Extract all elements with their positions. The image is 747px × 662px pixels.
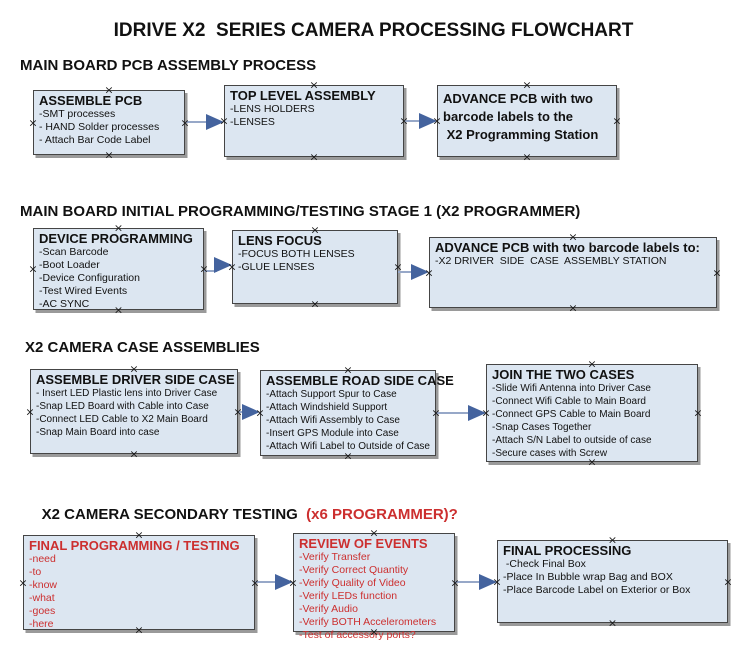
box-assemble-road-side-case[interactable]: ASSEMBLE ROAD SIDE CASE -Attach Support …	[260, 370, 454, 456]
box-item: -Connect LED Cable to X2 Main Board	[36, 414, 208, 425]
box-title: ASSEMBLE DRIVER SIDE CASE	[36, 372, 235, 387]
heading-red-part: (x6 PROGRAMMER)?	[306, 506, 458, 523]
box-item: -Device Configuration	[39, 272, 140, 284]
box-item: -Place In Bubble wrap Bag and BOX	[503, 571, 673, 583]
box-item: -X2 DRIVER SIDE CASE ASSEMBLY STATION	[435, 255, 667, 267]
box-title: ASSEMBLE PCB	[39, 93, 143, 108]
box-device-programming[interactable]: DEVICE PROGRAMMING -Scan Barcode -Boot L…	[33, 228, 204, 310]
box-item: -Verify Audio	[299, 603, 358, 615]
box-review-of-events[interactable]: REVIEW OF EVENTS -Verify Transfer -Verif…	[293, 533, 455, 641]
section-heading-initial-programming: MAIN BOARD INITIAL PROGRAMMING/TESTING S…	[20, 203, 581, 220]
box-item: -Verify Transfer	[299, 551, 371, 563]
box-item: barcode labels to the	[443, 109, 574, 124]
heading-black-part: X2 CAMERA SECONDARY TESTING	[41, 506, 307, 523]
box-lens-focus[interactable]: LENS FOCUS -FOCUS BOTH LENSES -GLUE LENS…	[232, 230, 398, 304]
box-item: -Attach Wifi Label to Outside of Case	[266, 441, 430, 452]
page-title: IDRIVE X2 SERIES CAMERA PROCESSING FLOWC…	[113, 20, 634, 41]
box-item: -Scan Barcode	[39, 246, 109, 258]
box-join-the-two-cases[interactable]: JOIN THE TWO CASES -Slide Wifi Antenna i…	[486, 364, 698, 462]
box-item: -Snap LED Board with Cable into Case	[36, 401, 209, 412]
box-item: -Verify Quality of Video	[299, 577, 406, 589]
box-item: -SMT processes	[39, 108, 116, 120]
box-item: - HAND Solder processes	[39, 121, 160, 133]
box-item: -LENS HOLDERS	[230, 103, 315, 115]
box-item: -Test of accessory ports?	[299, 629, 416, 641]
box-title: TOP LEVEL ASSEMBLY	[230, 88, 376, 103]
box-top-level-assembly[interactable]: TOP LEVEL ASSEMBLY -LENS HOLDERS -LENSES	[224, 85, 404, 157]
box-item: -Insert GPS Module into Case	[266, 428, 399, 439]
box-item: -Connect Wifi Cable to Main Board	[492, 396, 646, 407]
box-item: -to	[29, 566, 42, 578]
box-item: -Snap Cases Together	[492, 422, 592, 433]
box-item: -Attach Windshield Support	[266, 402, 388, 413]
box-item: -Connect GPS Cable to Main Board	[492, 409, 651, 420]
box-item: -AC SYNC	[39, 298, 90, 310]
box-item: -here	[29, 618, 54, 630]
box-title: REVIEW OF EVENTS	[299, 536, 428, 551]
connector-arrow	[204, 257, 232, 273]
box-item: -what	[29, 592, 55, 604]
box-item: -Boot Loader	[39, 259, 100, 271]
box-title: JOIN THE TWO CASES	[492, 367, 635, 382]
box-item: -Snap Main Board into case	[36, 427, 160, 438]
box-advance-pcb-to-programming-station[interactable]: ADVANCE PCB with two barcode labels to t…	[437, 85, 617, 157]
section-heading-pcb-assembly: MAIN BOARD PCB ASSEMBLY PROCESS	[20, 57, 317, 74]
box-item: -FOCUS BOTH LENSES	[238, 248, 355, 260]
box-title: DEVICE PROGRAMMING	[39, 231, 193, 246]
box-title: ADVANCE PCB with two	[443, 91, 593, 106]
box-title: LENS FOCUS	[238, 233, 322, 248]
box-item: -Attach Wifi Assembly to Case	[266, 415, 400, 426]
box-item: -need	[29, 553, 56, 565]
box-title: FINAL PROCESSING	[503, 543, 632, 558]
box-item: - Attach Bar Code Label	[39, 134, 151, 146]
box-final-programming-testing[interactable]: FINAL PROGRAMMING / TESTING -need -to -k…	[23, 535, 255, 630]
box-item: -Check Final Box	[503, 558, 586, 570]
box-advance-pcb-to-case-assembly[interactable]: ADVANCE PCB with two barcode labels to: …	[429, 237, 717, 308]
box-item: -Attach Support Spur to Case	[266, 389, 397, 400]
box-item: -GLUE LENSES	[238, 261, 315, 273]
box-item: -LENSES	[230, 116, 275, 128]
box-item: -Verify LEDs function	[299, 590, 398, 602]
box-assemble-pcb[interactable]: ASSEMBLE PCB -SMT processes - HAND Solde…	[33, 90, 185, 155]
box-item: -goes	[29, 605, 56, 617]
box-item: -Place Barcode Label on Exterior or Box	[503, 584, 691, 596]
box-item: -know	[29, 579, 58, 591]
box-assemble-driver-side-case[interactable]: ASSEMBLE DRIVER SIDE CASE - Insert LED P…	[30, 369, 238, 454]
box-title: FINAL PROGRAMMING / TESTING	[29, 538, 240, 553]
box-item: -Verify BOTH Accelerometers	[299, 616, 437, 628]
section-heading-case-assemblies: X2 CAMERA CASE ASSEMBLIES	[25, 339, 260, 356]
section-heading-secondary-testing: X2 CAMERA SECONDARY TESTING (x6 PROGRAMM…	[25, 489, 458, 540]
box-item: -Test Wired Events	[39, 285, 128, 297]
box-item: - Insert LED Plastic lens into Driver Ca…	[36, 388, 218, 399]
box-title: ASSEMBLE ROAD SIDE CASE	[266, 373, 454, 388]
box-title: ADVANCE PCB with two barcode labels to:	[435, 240, 700, 255]
box-final-processing[interactable]: FINAL PROCESSING -Check Final Box -Place…	[497, 540, 728, 623]
box-item: -Verify Correct Quantity	[299, 564, 409, 576]
box-item: X2 Programming Station	[443, 127, 599, 142]
box-item: -Attach S/N Label to outside of case	[492, 435, 652, 446]
box-item: -Secure cases with Screw	[492, 448, 608, 459]
box-item: -Slide Wifi Antenna into Driver Case	[492, 383, 651, 394]
